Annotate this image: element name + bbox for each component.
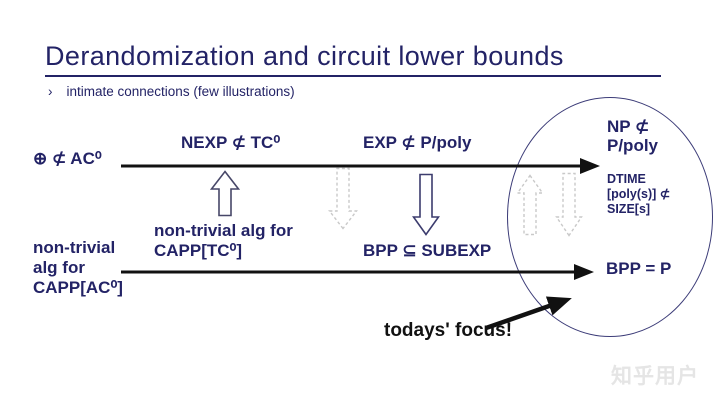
page-title: Derandomization and circuit lower bounds	[45, 41, 564, 71]
label-np-not-in-ppoly: NP ⊄ P/poly	[607, 117, 659, 155]
subtitle-text: intimate connections (few illustrations)	[66, 84, 295, 99]
label-nexp-not-in-tc0: NEXP ⊄ TC⁰	[181, 133, 281, 152]
label-parity-not-in-ac0: ⊕ ⊄ AC⁰	[33, 149, 102, 168]
label-nontrivial-capp-ac0: non-trivial alg for CAPP[AC⁰]	[33, 238, 123, 297]
title-underline	[45, 75, 661, 77]
dashed-up-block-arrow-icon	[516, 174, 544, 236]
label-nontrivial-capp-tc0: non-trivial alg for CAPP[TC⁰]	[154, 221, 293, 260]
goal-ellipse	[507, 97, 713, 337]
dashed-down-block-arrow-icon	[328, 167, 358, 230]
zhihu-user-watermark: 知乎用户	[611, 365, 699, 388]
solid-up-block-arrow-icon	[210, 170, 240, 217]
top-timeline-arrow-icon	[121, 158, 600, 174]
chevron-bullet-icon: ›	[48, 84, 53, 99]
focus-arrow-icon	[485, 296, 572, 331]
bottom-timeline-arrow-icon	[121, 264, 594, 280]
label-exp-not-in-ppoly: EXP ⊄ P/poly	[363, 133, 472, 152]
dashed-down-block-arrow-icon	[555, 172, 583, 237]
label-bpp-in-subexp: BPP ⊆ SUBEXP	[363, 241, 492, 260]
label-dtime-not-in-size: DTIME [poly(s)] ⊄ SIZE[s]	[607, 172, 671, 216]
label-bpp-equals-p: BPP = P	[606, 259, 672, 278]
label-todays-focus: todays' focus!	[384, 320, 513, 341]
solid-down-block-arrow-icon	[412, 173, 440, 236]
subtitle: › intimate connections (few illustrations…	[48, 84, 295, 99]
